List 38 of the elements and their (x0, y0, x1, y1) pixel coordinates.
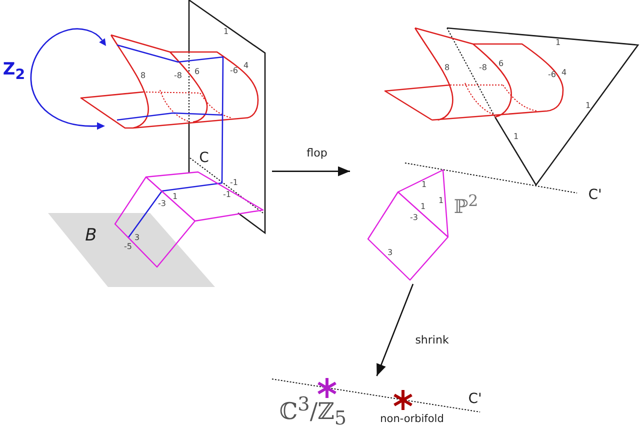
curve-number: -8 (174, 72, 182, 80)
curve-number: -1 (230, 179, 238, 187)
shaded-plane (48, 213, 215, 287)
curve-number: 1 (438, 197, 444, 205)
curve-number: 6 (194, 68, 200, 76)
edge-label: flop (306, 148, 328, 158)
curve-label: C' (468, 392, 482, 406)
arrow (376, 284, 414, 376)
curve-number: 4 (561, 69, 567, 77)
curve-number: 4 (243, 62, 249, 70)
arrow (272, 166, 350, 176)
curve-number: 1 (172, 193, 178, 201)
curve-number: 1 (585, 102, 591, 110)
curve-number: 8 (444, 64, 450, 72)
curve-number: -1 (223, 191, 231, 199)
curve-number: 1 (555, 39, 561, 47)
point-label: non-orbifold (380, 414, 444, 424)
curve-number: -6 (230, 67, 238, 75)
curve-number: 3 (134, 234, 140, 242)
curve-number: 1 (420, 203, 426, 211)
curve-number: 1 (513, 133, 519, 141)
edge-label: shrink (415, 334, 449, 346)
region-label: B (85, 228, 97, 244)
math-label: ℂ$^{3}$/ℤ$_{5}$ (279, 394, 347, 428)
curve-number: 1 (223, 28, 229, 36)
math-label: ℙ$^{2}$ (454, 192, 478, 218)
curve-number: -3 (410, 214, 418, 222)
curve-number: 8 (140, 72, 146, 80)
curve-label: C' (588, 188, 602, 202)
curve-number: -5 (124, 243, 132, 251)
curve-number: -8 (479, 64, 487, 72)
math-label: Z$_{2}$ (2, 62, 26, 82)
curve-number: 1 (421, 181, 427, 189)
curve-number: -6 (548, 71, 556, 79)
curve-number: 3 (387, 249, 393, 257)
curve-label: C (199, 151, 209, 165)
curve-number: -3 (158, 200, 166, 208)
curve-number: 6 (498, 60, 504, 68)
